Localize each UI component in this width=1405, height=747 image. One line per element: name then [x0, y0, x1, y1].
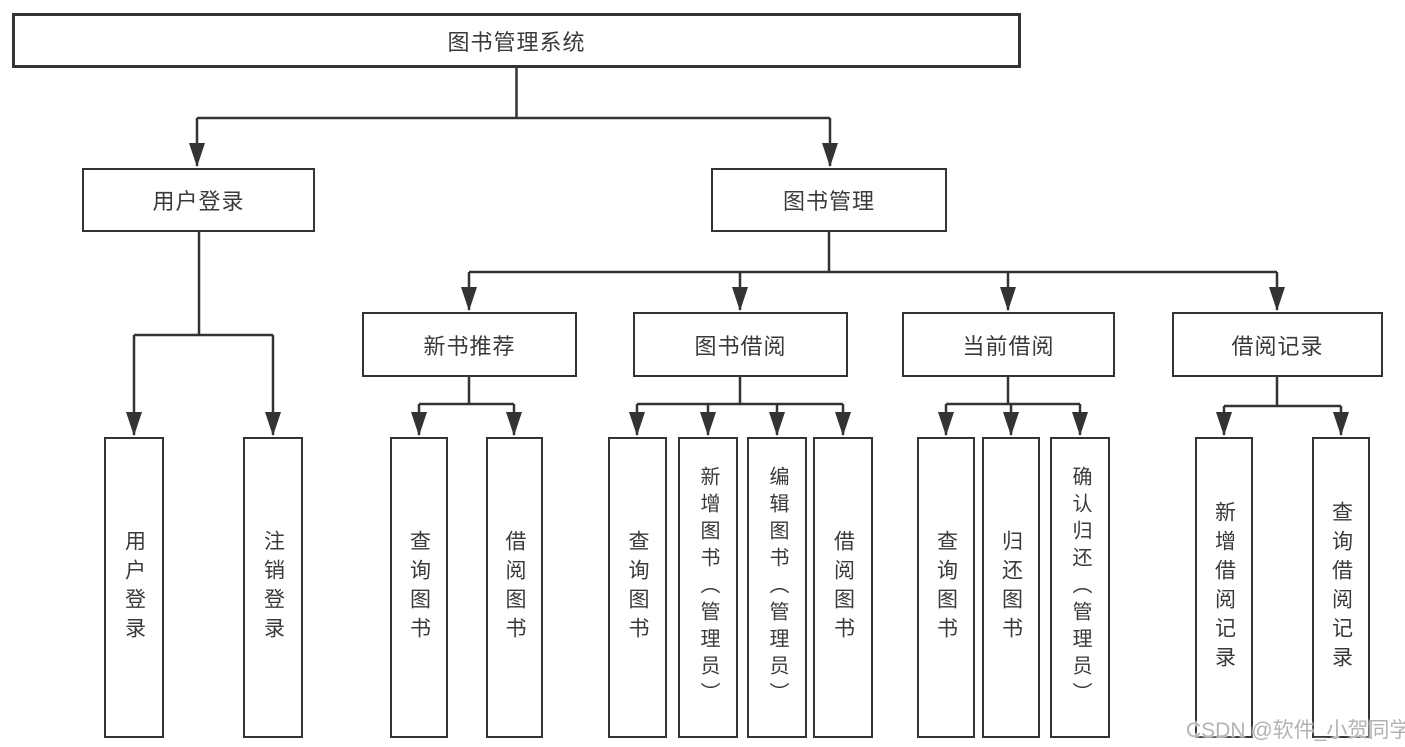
node-user-login-label: 用户登录	[152, 189, 245, 214]
node-new-book-recommend: 新书推荐	[362, 312, 577, 377]
connector-user-login-trunk	[134, 232, 273, 337]
leaf-borrow-books-borrow: 借阅图书	[813, 437, 873, 738]
leaf-query-borrow-record: 查询借阅记录	[1312, 437, 1370, 738]
connector-new-book-recommend-trunk	[419, 377, 514, 406]
connector-borrow-records-trunk	[1224, 377, 1341, 408]
connector-book-borrow-trunk	[637, 377, 843, 406]
node-borrow-records-label: 借阅记录	[1231, 333, 1324, 359]
node-new-book-recommend-label: 新书推荐	[423, 333, 516, 359]
connector-root-trunk	[197, 68, 830, 120]
leaf-edit-book-admin-label: 编辑图书（管理员）	[766, 466, 788, 709]
node-root-label: 图书管理系统	[447, 29, 586, 55]
leaf-return-books-label: 归还图书	[999, 529, 1023, 646]
leaf-edit-book-admin: 编辑图书（管理员）	[747, 437, 807, 738]
leaf-borrow-books-recommend-label: 借阅图书	[503, 529, 526, 646]
connector-book-management-trunk	[469, 232, 1277, 274]
leaf-query-books-current: 查询图书	[917, 437, 975, 738]
node-borrow-records: 借阅记录	[1172, 312, 1383, 377]
node-book-borrow: 图书借阅	[633, 312, 848, 377]
leaf-user-login-label: 用户登录	[122, 529, 146, 646]
leaf-query-books-current-label: 查询图书	[934, 529, 958, 646]
leaf-query-books-borrow: 查询图书	[608, 437, 667, 738]
connector-current-borrow-trunk	[946, 377, 1080, 406]
node-user-login: 用户登录	[82, 168, 315, 232]
leaf-add-borrow-record: 新增借阅记录	[1195, 437, 1253, 738]
leaf-add-borrow-record-label: 新增借阅记录	[1212, 500, 1236, 675]
node-current-borrow-label: 当前借阅	[962, 333, 1055, 359]
node-current-borrow: 当前借阅	[902, 312, 1115, 377]
leaf-query-borrow-record-label: 查询借阅记录	[1329, 500, 1353, 675]
leaf-borrow-books-borrow-label: 借阅图书	[831, 529, 855, 646]
leaf-return-books: 归还图书	[982, 437, 1040, 738]
leaf-confirm-return-admin-label: 确认归还（管理员）	[1069, 466, 1091, 709]
csdn-watermark: CSDN @软件_小贺同学	[1186, 719, 1405, 742]
node-book-management: 图书管理	[711, 168, 947, 232]
leaf-confirm-return-admin: 确认归还（管理员）	[1050, 437, 1110, 738]
node-root: 图书管理系统	[12, 13, 1021, 68]
leaf-user-login: 用户登录	[104, 437, 164, 738]
leaf-add-book-admin-label: 新增图书（管理员）	[697, 466, 719, 709]
leaf-borrow-books-recommend: 借阅图书	[486, 437, 543, 738]
leaf-logout-login-label: 注销登录	[261, 529, 285, 646]
node-book-management-label: 图书管理	[782, 189, 875, 214]
leaf-query-books-recommend: 查询图书	[390, 437, 448, 738]
leaf-query-books-recommend-label: 查询图书	[407, 529, 431, 646]
leaf-add-book-admin: 新增图书（管理员）	[678, 437, 738, 738]
leaf-query-books-borrow-label: 查询图书	[626, 529, 649, 646]
node-book-borrow-label: 图书借阅	[694, 333, 787, 359]
leaf-logout-login: 注销登录	[243, 437, 303, 738]
